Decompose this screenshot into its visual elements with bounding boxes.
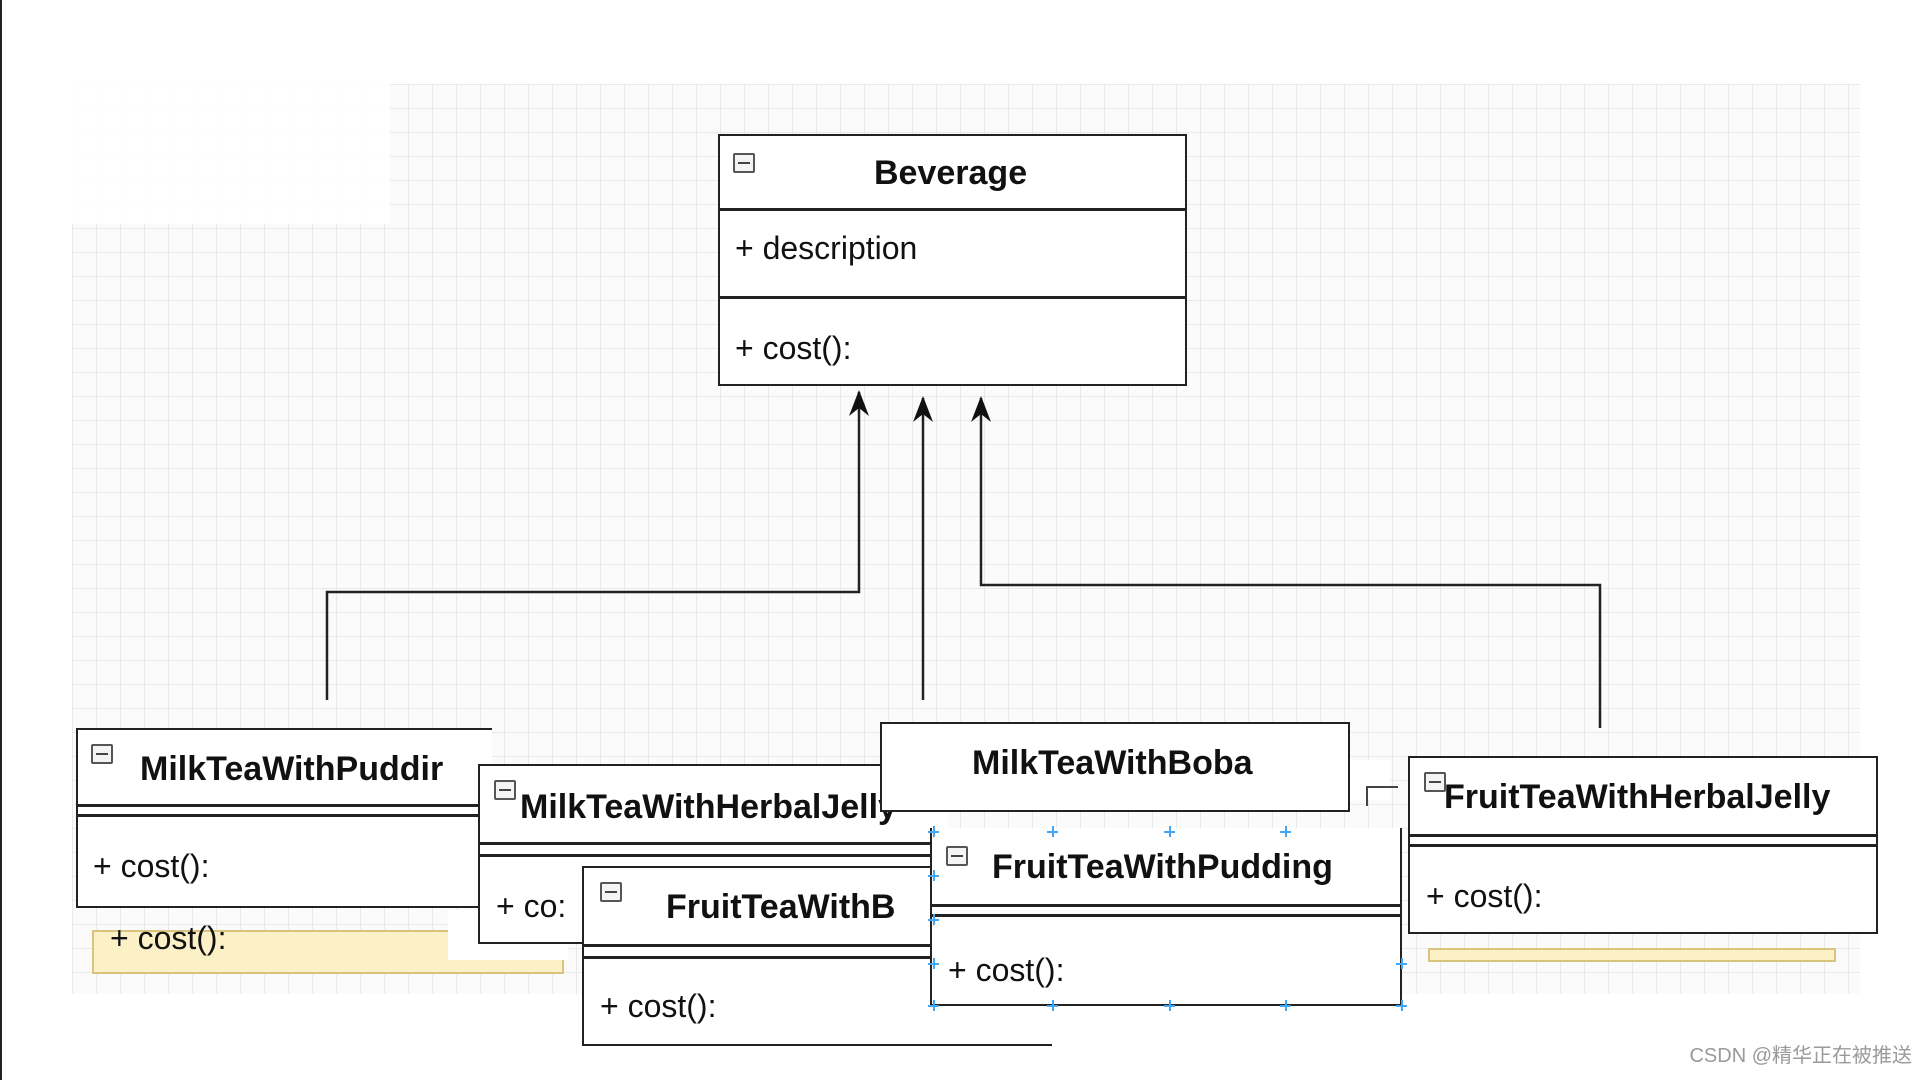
selection-handle[interactable] <box>928 914 939 925</box>
class-title: FruitTeaWithB <box>666 888 896 926</box>
connector-fruit-herbal <box>979 398 1602 728</box>
divider <box>720 296 1185 299</box>
divider <box>480 842 948 845</box>
collapse-icon[interactable] <box>91 744 113 764</box>
arrowhead-3 <box>971 396 991 422</box>
class-title: MilkTeaWithHerbalJelly <box>520 788 897 826</box>
selection-handle[interactable] <box>928 826 939 837</box>
selection-handle[interactable] <box>928 870 939 881</box>
class-attribute: + description <box>735 230 918 266</box>
selection-handle[interactable] <box>1280 1000 1291 1011</box>
class-milk-tea-with-pudding[interactable]: MilkTeaWithPuddir + cost(): <box>76 728 492 908</box>
selection-handle[interactable] <box>1164 1000 1175 1011</box>
class-fruit-tea-with-pudding[interactable]: FruitTeaWithPudding + cost(): <box>930 828 1402 1006</box>
class-method: + cost(): <box>1426 878 1543 914</box>
divider <box>78 804 492 807</box>
arrowhead-1 <box>849 390 869 416</box>
selection-handle[interactable] <box>1396 958 1407 969</box>
divider <box>1410 844 1876 847</box>
class-fruit-tea-with-herbal-jelly[interactable]: FruitTeaWithHerbalJelly + cost(): <box>1408 756 1878 934</box>
selection-handle[interactable] <box>928 1000 939 1011</box>
arrowhead-2 <box>913 396 933 422</box>
collapse-icon[interactable] <box>1424 772 1446 792</box>
selection-handle[interactable] <box>1280 826 1291 837</box>
class-title: MilkTeaWithBoba <box>972 744 1253 782</box>
divider <box>584 944 1052 947</box>
selection-handle[interactable] <box>1164 826 1175 837</box>
connector-milk-pudding <box>325 392 861 700</box>
divider <box>480 854 948 857</box>
selection-handle[interactable] <box>928 958 939 969</box>
class-title: MilkTeaWithPuddir <box>140 750 444 788</box>
ghost-class-shadow <box>1428 948 1836 962</box>
divider <box>932 914 1400 917</box>
class-title: FruitTeaWithPudding <box>992 848 1333 886</box>
divider <box>720 208 1185 211</box>
class-method: + cost(): <box>735 330 852 366</box>
watermark: CSDN @精华正在被推送 <box>1689 1045 1912 1067</box>
canvas-fade-patch <box>30 84 390 224</box>
selection-handle[interactable] <box>1047 826 1058 837</box>
class-method: + cost(): <box>948 952 1065 988</box>
divider <box>1410 834 1876 837</box>
canvas-fade-patch <box>1350 760 1390 800</box>
class-title: FruitTeaWithHerbalJelly <box>1444 778 1831 816</box>
selection-handle[interactable] <box>1396 1000 1407 1011</box>
ghost-method: + cost(): <box>110 920 227 956</box>
collapse-icon[interactable] <box>600 882 622 902</box>
selection-handle[interactable] <box>1047 1000 1058 1011</box>
class-title: Beverage <box>874 154 1028 192</box>
collapse-icon[interactable] <box>946 846 968 866</box>
class-method: + co: <box>496 888 567 924</box>
divider <box>584 956 1052 959</box>
partial-box-edge <box>1366 786 1398 806</box>
class-milk-tea-with-boba[interactable]: MilkTeaWithBoba <box>880 722 1350 812</box>
divider <box>78 814 492 817</box>
collapse-icon[interactable] <box>733 153 755 173</box>
class-method: + cost(): <box>93 848 210 884</box>
divider <box>932 904 1400 907</box>
collapse-icon[interactable] <box>494 780 516 800</box>
class-method: + cost(): <box>600 988 717 1024</box>
class-beverage[interactable]: Beverage + description + cost(): <box>718 134 1187 386</box>
window-left-edge <box>0 0 2 1080</box>
